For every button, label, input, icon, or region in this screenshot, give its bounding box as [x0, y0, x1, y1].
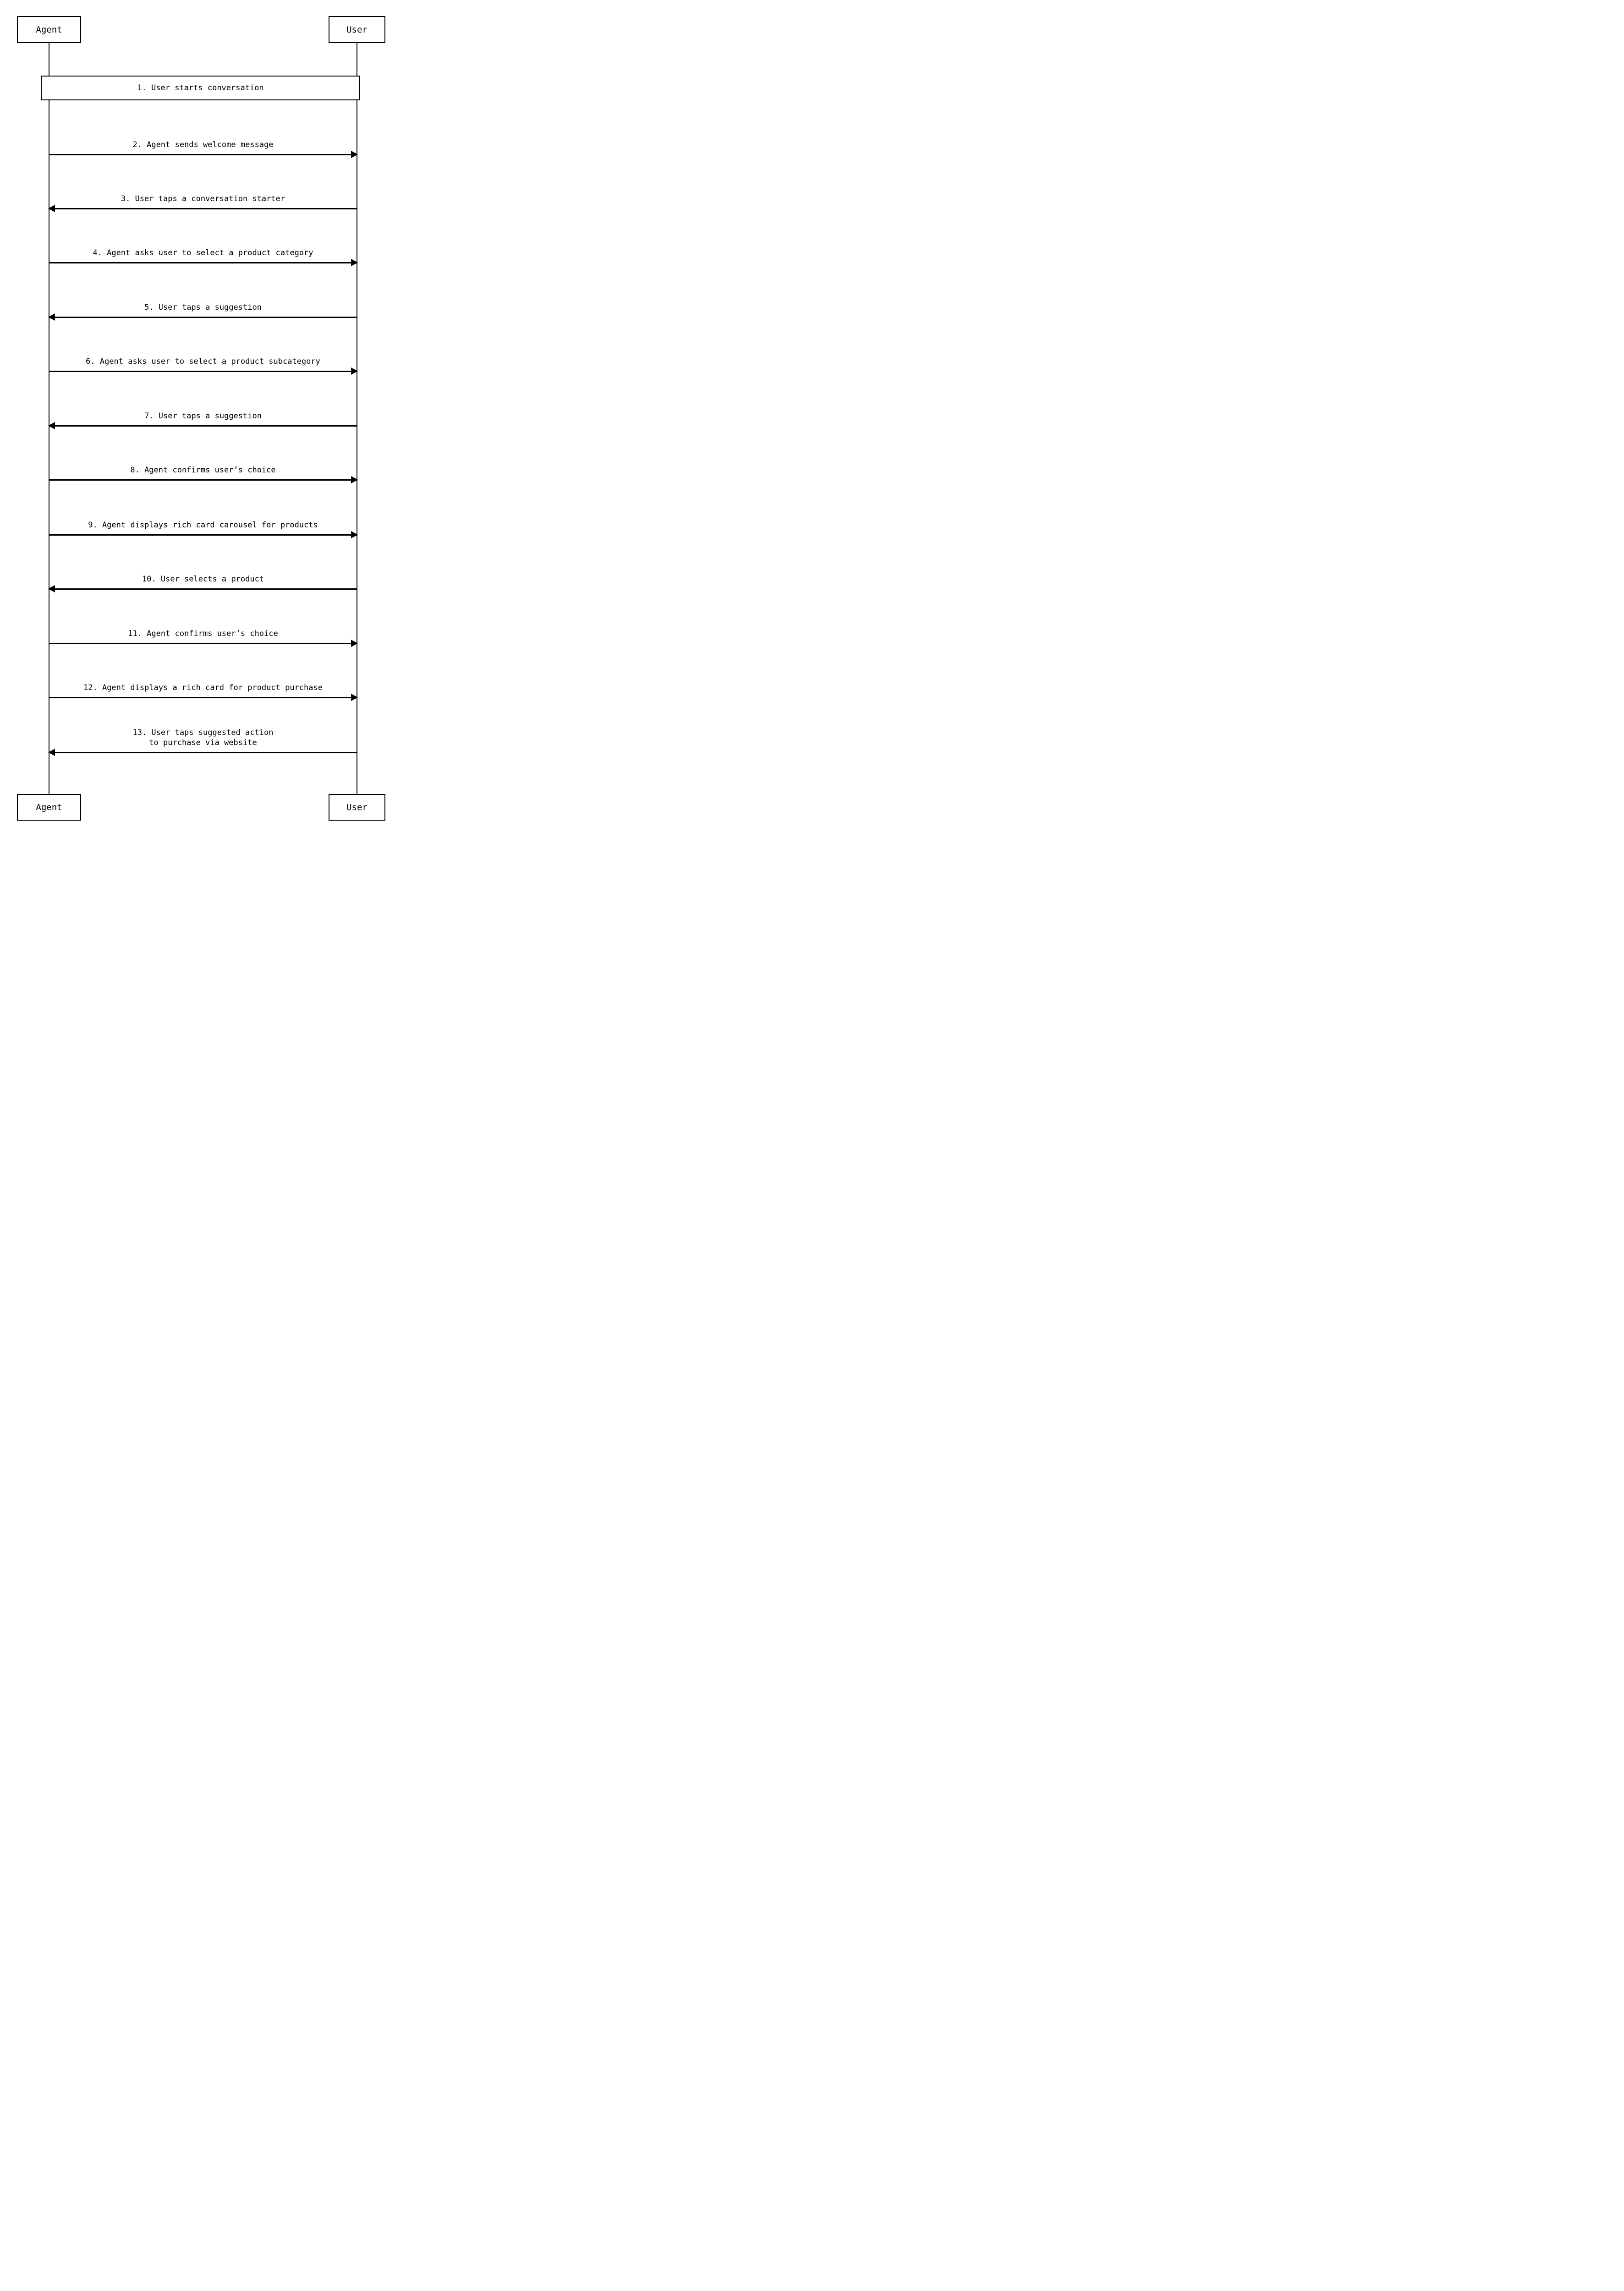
message-line [49, 262, 357, 263]
message-label: 10. User selects a product [142, 575, 264, 584]
message-label: 8. Agent confirms user’s choice [130, 466, 276, 475]
message-line [49, 642, 357, 644]
message-line [49, 751, 357, 753]
message-label: 5. User taps a suggestion [144, 303, 262, 312]
arrowhead-left-icon [48, 205, 55, 212]
message-line [49, 479, 357, 481]
arrowhead-right-icon [351, 476, 358, 483]
message-label: 6. Agent asks user to select a product s… [86, 357, 320, 366]
message-label: 3. User taps a conversation starter [121, 194, 285, 203]
message-label: 11. Agent confirms user’s choice [128, 629, 278, 638]
arrowhead-right-icon [351, 259, 358, 266]
arrowhead-right-icon [351, 694, 358, 701]
actor-box-agent-top: Agent [17, 16, 81, 43]
arrowhead-left-icon [48, 313, 55, 321]
arrowhead-right-icon [351, 531, 358, 538]
arrowhead-right-icon [351, 640, 358, 647]
message-line [49, 696, 357, 698]
message-line [49, 316, 357, 318]
message-label: 12. Agent displays a rich card for produ… [83, 683, 323, 692]
arrowhead-right-icon [351, 151, 358, 158]
message-label: 9. Agent displays rich card carousel for… [88, 521, 318, 530]
message-label: 13. User taps suggested action to purcha… [132, 728, 274, 747]
arrowhead-left-icon [48, 422, 55, 429]
note-banner: 1. User starts conversation [41, 76, 360, 100]
message-label: 2. Agent sends welcome message [132, 140, 274, 149]
message-line [49, 588, 357, 590]
arrowhead-right-icon [351, 367, 358, 375]
sequence-diagram: Agent User 1. User starts conversation 2… [0, 0, 406, 852]
arrowhead-left-icon [48, 749, 55, 756]
arrowhead-left-icon [48, 585, 55, 592]
message-line [49, 425, 357, 427]
message-label: 4. Agent asks user to select a product c… [93, 248, 313, 258]
message-line [49, 370, 357, 372]
message-line [49, 534, 357, 536]
message-line [49, 208, 357, 209]
message-label: 7. User taps a suggestion [144, 411, 262, 421]
message-line [49, 153, 357, 155]
actor-box-user-top: User [329, 16, 385, 43]
actor-box-user-bottom: User [329, 794, 385, 821]
actor-box-agent-bottom: Agent [17, 794, 81, 821]
